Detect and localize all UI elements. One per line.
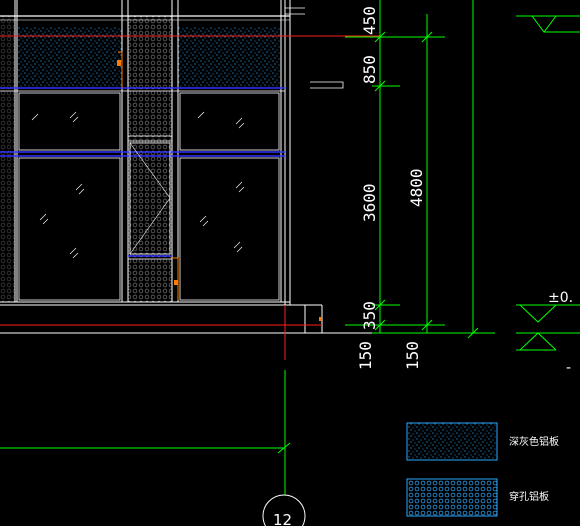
legend: 深灰色铝板 穿孔铝板 xyxy=(406,422,559,517)
datum-lines xyxy=(0,35,380,360)
grid-axis-bubble xyxy=(262,494,306,526)
transom-bars xyxy=(0,87,285,257)
dim-850: 850 xyxy=(360,55,379,84)
level-markers xyxy=(516,15,580,351)
ground-lines xyxy=(0,301,380,334)
speckle-panel-right xyxy=(178,27,281,87)
level-minus-mark: - xyxy=(566,360,571,376)
glass-panes xyxy=(18,92,280,301)
legend-swatch-perforated xyxy=(406,478,498,517)
legend-label-perforated: 穿孔铝板 xyxy=(509,490,549,503)
dimension-lines xyxy=(0,0,495,496)
dim-450: 450 xyxy=(360,6,379,35)
dim-4800: 4800 xyxy=(407,168,426,207)
glass-reflections xyxy=(31,111,245,259)
facade-elevation xyxy=(0,0,380,334)
level-zero-label: ±0. xyxy=(548,290,573,306)
mullions xyxy=(14,0,291,305)
dim-350: 350 xyxy=(360,301,379,330)
legend-swatch-speckle xyxy=(406,422,498,461)
legend-label-speckle: 深灰色铝板 xyxy=(509,435,559,448)
speckle-panel-left xyxy=(17,27,122,87)
dim-150-left: 150 xyxy=(356,341,375,370)
orange-markers xyxy=(117,51,179,300)
dim-3600: 3600 xyxy=(360,183,379,222)
perforated-strip-left xyxy=(0,16,15,302)
grid-axis-label: 12 xyxy=(273,511,292,526)
dim-150-right: 150 xyxy=(403,341,422,370)
